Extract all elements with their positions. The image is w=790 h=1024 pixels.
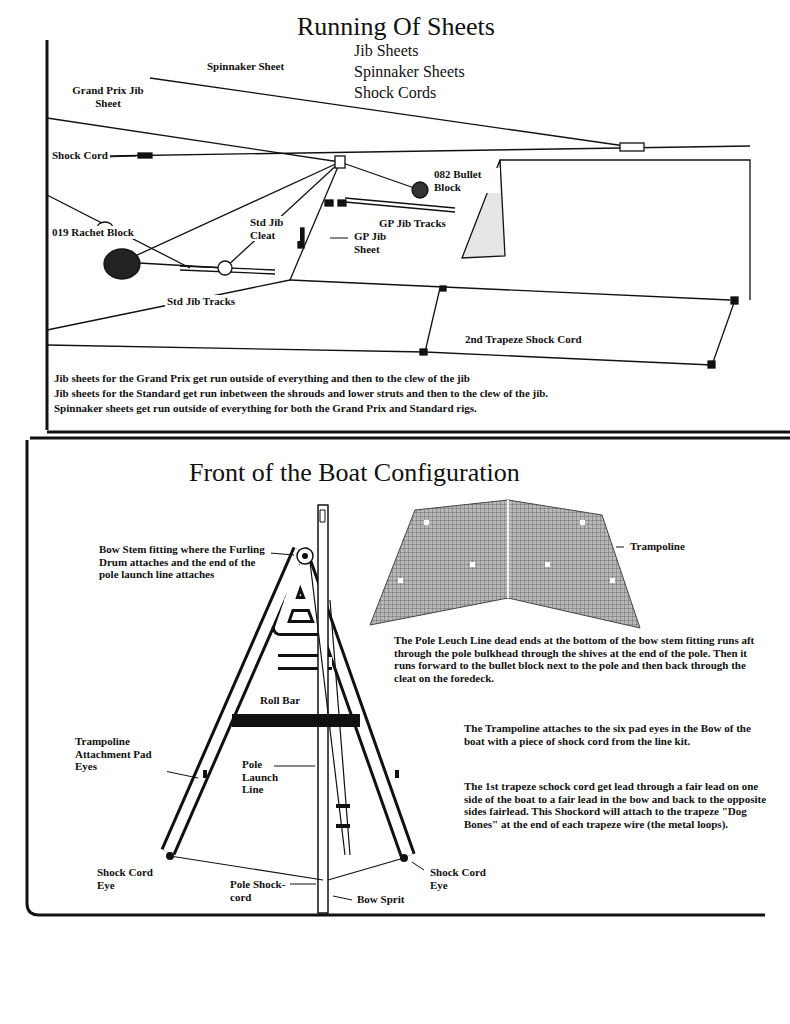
panel-title: Front of the Boat Configuration xyxy=(187,458,522,488)
part-label: GP Jib Sheet xyxy=(352,230,412,255)
block-symbol xyxy=(338,200,346,206)
block-symbol xyxy=(420,349,427,355)
panel-border xyxy=(27,40,790,915)
subtitle: Shock Cords xyxy=(352,84,438,102)
block-symbol xyxy=(412,182,428,198)
part-label: Std Jib Tracks xyxy=(165,295,237,308)
leader-line xyxy=(290,884,316,885)
trampoline xyxy=(470,562,475,567)
block-symbol xyxy=(708,361,715,368)
boat-side-view xyxy=(47,280,290,330)
a-frame xyxy=(302,553,308,559)
leader-line xyxy=(412,862,424,870)
part-label: Trampoline Attachment Pad Eyes xyxy=(73,735,167,773)
part-label: Std Jib Cleat xyxy=(248,216,300,241)
a-frame xyxy=(336,804,350,808)
part-label: Spinnaker Sheet xyxy=(205,60,286,73)
panel-title: Running Of Sheets xyxy=(295,12,497,42)
part-label: Roll Bar xyxy=(258,694,302,707)
a-frame xyxy=(297,548,313,564)
part-label: Shock Cord xyxy=(50,149,110,162)
subtitle: Spinnaker Sheets xyxy=(352,63,467,81)
a-frame xyxy=(318,505,328,913)
boat-side-view xyxy=(290,280,730,300)
a-frame xyxy=(168,550,408,856)
part-label: 2nd Trapeze Shock Cord xyxy=(463,333,584,346)
boat-side-view xyxy=(47,118,340,162)
note-text: The Trampoline attaches to the six pad e… xyxy=(462,722,771,747)
trampoline xyxy=(370,500,640,628)
part-label: Bow Sprit xyxy=(355,893,406,906)
boat-side-view xyxy=(500,160,750,300)
boat-side-view xyxy=(340,162,420,190)
boat-side-view xyxy=(425,288,440,352)
part-label: Trampoline xyxy=(628,540,687,553)
trampoline xyxy=(545,562,550,567)
trampoline xyxy=(424,520,429,525)
note-text: Spinnaker sheets get run outside of ever… xyxy=(52,402,479,415)
leader-line xyxy=(616,547,624,548)
a-frame xyxy=(328,858,404,880)
leader-line xyxy=(270,553,294,555)
trampoline xyxy=(507,500,509,598)
note-text: The Pole Leuch Line dead ends at the bot… xyxy=(392,634,761,685)
a-frame xyxy=(336,824,350,828)
boat-side-view xyxy=(47,78,750,365)
a-frame xyxy=(203,770,207,778)
part-label: Shock Cord Eye xyxy=(428,866,500,891)
block-symbol xyxy=(104,249,140,279)
a-frame xyxy=(170,856,323,880)
part-label: GP Jib Tracks xyxy=(377,217,448,230)
part-label: 082 Bullet Block xyxy=(432,168,500,193)
trampoline xyxy=(398,578,403,583)
boat-side-view xyxy=(150,78,625,146)
boat-side-view xyxy=(122,162,340,262)
boat-side-view xyxy=(335,156,345,168)
note-text: Jib sheets for the Grand Prix get run ou… xyxy=(52,372,472,385)
block-symbol xyxy=(325,200,333,206)
block-symbol xyxy=(138,153,152,158)
part-label: 019 Rachet Block xyxy=(50,226,136,239)
part-label: Pole Launch Line xyxy=(240,758,274,796)
a-frame xyxy=(395,770,399,778)
trampoline xyxy=(610,578,615,583)
trampoline xyxy=(580,520,585,525)
block-symbol xyxy=(731,297,738,304)
boat-side-view xyxy=(620,143,644,151)
trampoline xyxy=(370,500,640,628)
part-label: Pole Shock-cord xyxy=(228,878,290,903)
boat-side-view xyxy=(47,300,735,365)
leader-line xyxy=(270,766,315,767)
note-text: Jib sheets for the Standard get run inbe… xyxy=(52,387,550,400)
subtitle: Jib Sheets xyxy=(352,42,420,60)
part-label: Grand Prix Jib Sheet xyxy=(70,84,146,109)
leader-line xyxy=(330,238,348,239)
panel-border xyxy=(46,40,49,430)
a-frame xyxy=(320,510,325,522)
a-frame xyxy=(168,550,408,856)
a-frame xyxy=(310,562,345,855)
boat-side-view xyxy=(225,162,340,268)
block-symbol xyxy=(97,153,738,368)
leader-line xyxy=(333,896,352,900)
a-frame xyxy=(166,852,174,860)
a-frame xyxy=(232,714,360,727)
part-label: Shock Cord Eye xyxy=(95,866,167,891)
block-symbol xyxy=(440,286,446,291)
block-symbol xyxy=(218,261,232,275)
boat-side-view xyxy=(108,146,750,156)
boat-side-view xyxy=(345,202,455,212)
leader-line xyxy=(298,230,348,238)
a-frame xyxy=(330,600,350,855)
panel-border xyxy=(47,431,790,434)
note-text: The 1st trapeze schock cord get lead thr… xyxy=(462,780,771,831)
panel-border xyxy=(30,437,790,440)
part-label: Bow Stem fitting where the Furling Drum … xyxy=(97,543,271,581)
panel-border xyxy=(27,440,765,915)
a-frame xyxy=(400,854,408,862)
